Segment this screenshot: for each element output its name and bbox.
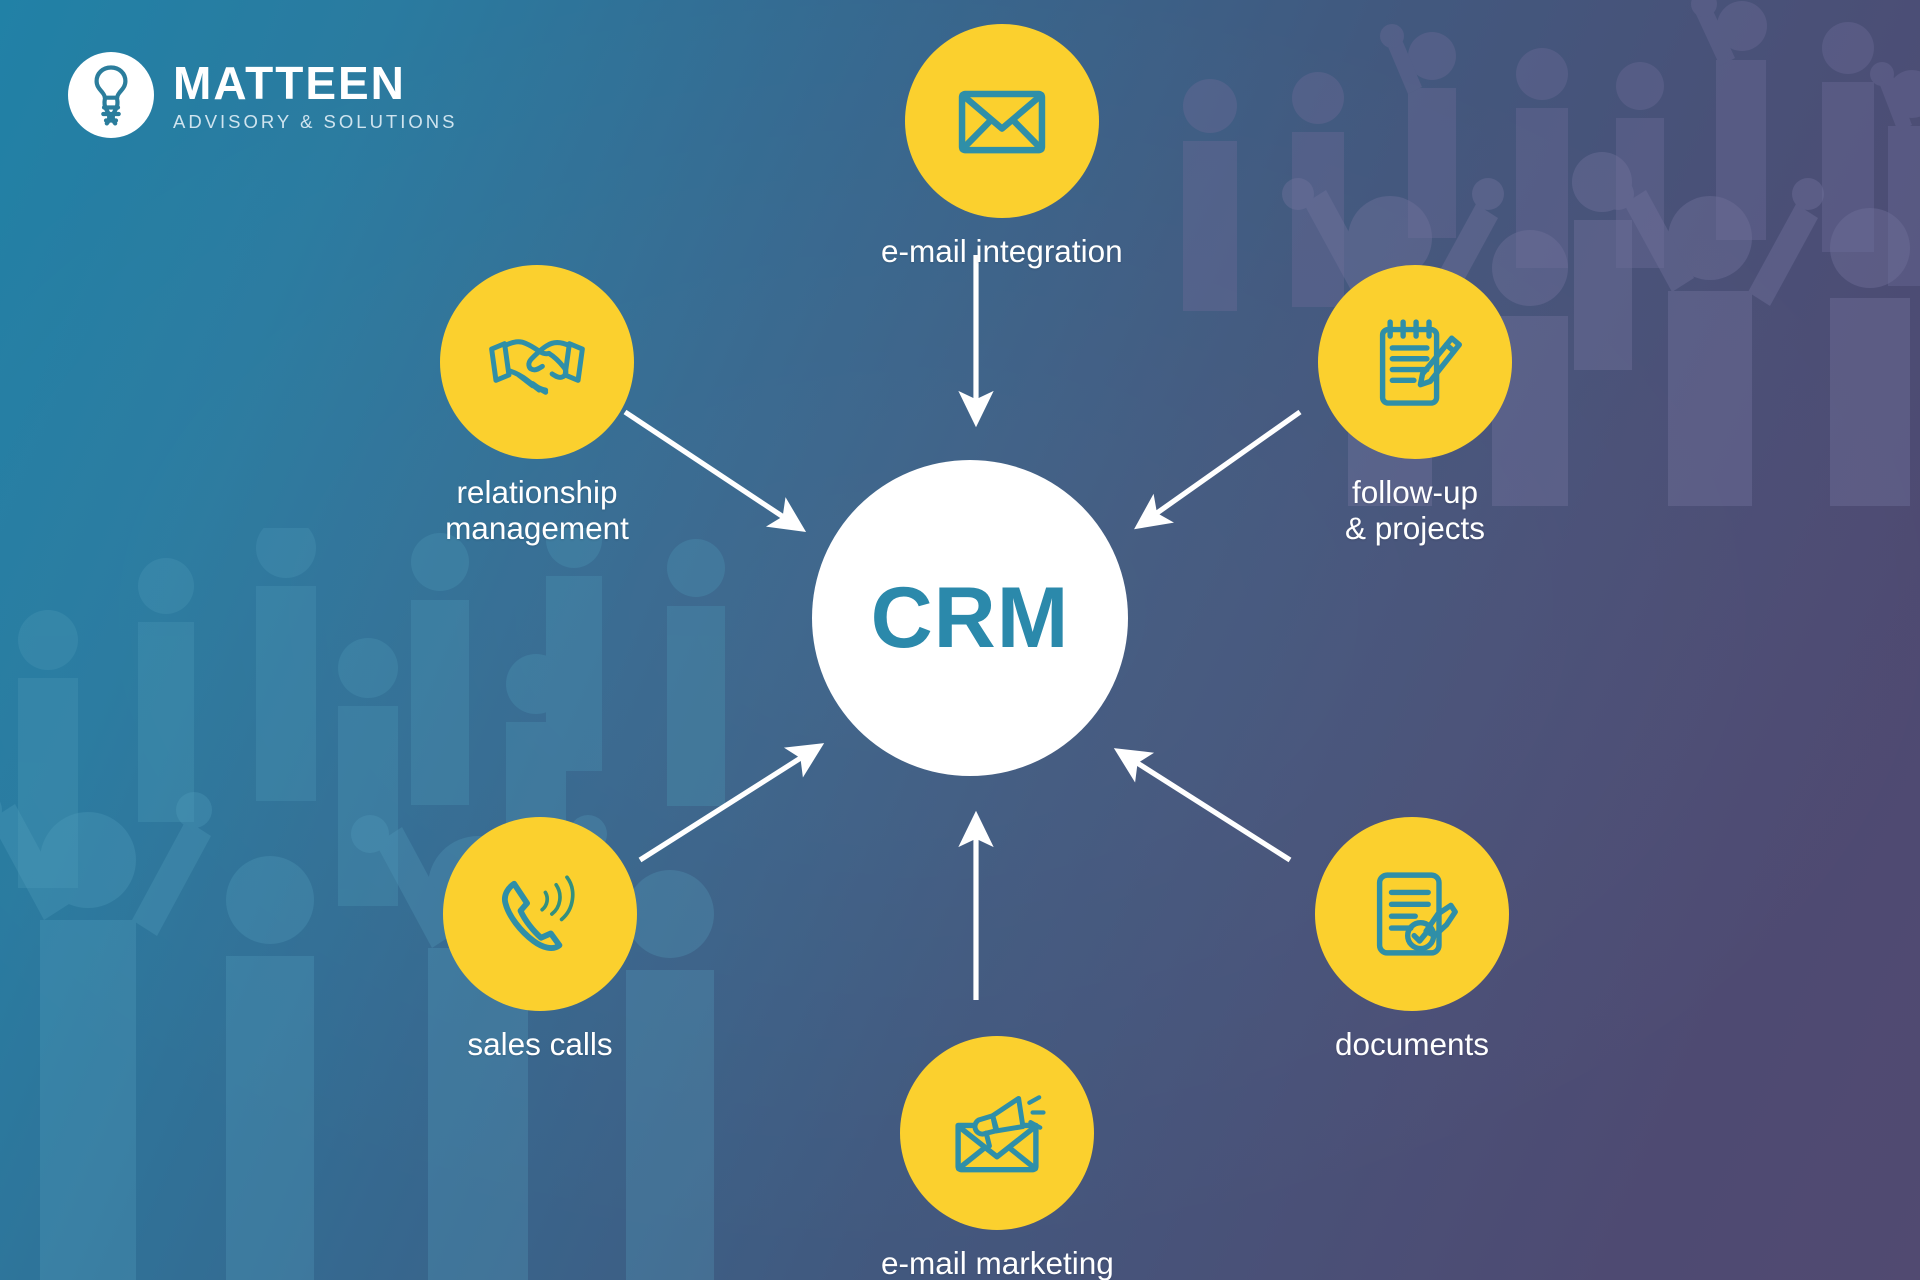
node-icon-badge[interactable] (1315, 817, 1509, 1011)
node-icon-badge[interactable] (900, 1036, 1095, 1230)
node-label: documents (1334, 1026, 1490, 1062)
node-sales-calls[interactable]: sales calls (443, 817, 637, 1063)
hub-node-crm[interactable]: CRM (812, 460, 1128, 776)
node-label: sales calls (467, 1026, 613, 1062)
brand-name: MATTEEN (173, 57, 406, 110)
node-email-marketing[interactable]: e-mail marketing (881, 1036, 1114, 1280)
node-label: relationship management (445, 474, 629, 546)
node-label: e-mail marketing (881, 1245, 1114, 1280)
node-icon-badge[interactable] (440, 265, 634, 459)
notepad-pencil-icon (1379, 319, 1462, 406)
node-follow-up[interactable]: follow-up & projects (1318, 265, 1512, 546)
lightbulb-dna-icon (68, 52, 154, 138)
node-relationship-management[interactable]: relationship management (440, 265, 634, 546)
node-icon-badge[interactable] (904, 24, 1099, 218)
node-label: follow-up & projects (1344, 474, 1486, 546)
node-label: e-mail integration (881, 233, 1123, 269)
node-icon-badge[interactable] (1318, 265, 1512, 459)
brand-text: MATTEEN ADVISORY & SOLUTIONS (173, 58, 457, 132)
node-email-integration[interactable]: e-mail integration (881, 24, 1123, 270)
megaphone-envelope-icon (955, 1095, 1047, 1173)
node-icon-badge[interactable] (443, 817, 637, 1011)
phone-waves-icon (502, 875, 575, 951)
hub-label: CRM (870, 570, 1070, 666)
brand-logo[interactable]: MATTEEN ADVISORY & SOLUTIONS (68, 52, 457, 138)
node-documents[interactable]: documents (1315, 817, 1509, 1063)
brand-tagline: ADVISORY & SOLUTIONS (173, 111, 458, 133)
envelope-icon (958, 90, 1046, 154)
document-stamp-icon (1376, 872, 1458, 956)
handshake-icon (489, 339, 585, 395)
